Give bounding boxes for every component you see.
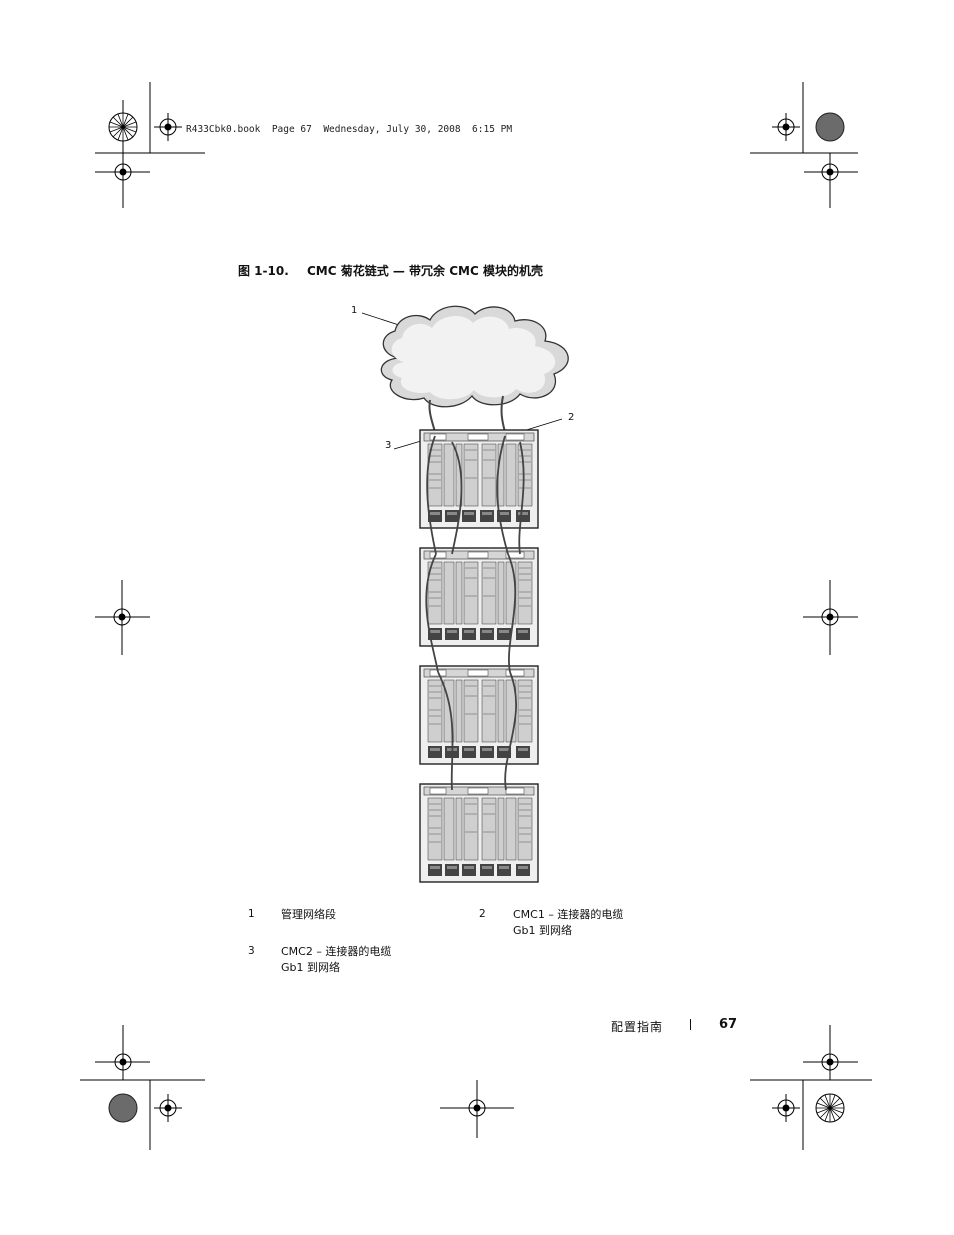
- legend-2-line2: Gb1 到网络: [513, 924, 573, 937]
- legend-text-3: CMC2 – 连接器的电缆 Gb1 到网络: [281, 944, 391, 976]
- chassis-3: [419, 665, 539, 765]
- legend-2-line1: CMC1 – 连接器的电缆: [513, 908, 624, 921]
- legend-3-line1: CMC2 – 连接器的电缆: [281, 945, 392, 958]
- daisy-chain-cables: [425, 435, 525, 791]
- callout-1-leader: [361, 312, 403, 327]
- callout-2: 2: [568, 412, 575, 423]
- daisy-chain-diagram: [361, 305, 569, 883]
- legend-text-2: CMC1 – 连接器的电缆 Gb1 到网络: [513, 907, 623, 939]
- legend-3-line2: Gb1 到网络: [281, 961, 341, 974]
- figure-caption: 图 1-10. CMC 菊花链式 — 带冗余 CMC 模块的机壳: [238, 262, 543, 279]
- figure-title: CMC 菊花链式 — 带冗余 CMC 模块的机壳: [306, 264, 543, 278]
- page-number: 67: [719, 1017, 738, 1032]
- footer-separator: [690, 1019, 691, 1030]
- header-file: R433Cbk0.book: [186, 124, 261, 135]
- legend-num-1: 1: [248, 908, 255, 920]
- footer-section-title: 配置指南: [611, 1020, 664, 1034]
- legend-num-2: 2: [479, 908, 486, 920]
- figure-number: 图 1-10.: [238, 264, 289, 278]
- print-header: R433Cbk0.book Page 67 Wednesday, July 30…: [186, 124, 512, 135]
- callout-3: 3: [385, 440, 392, 451]
- chassis-2: [419, 547, 539, 647]
- header-time: 6:15 PM: [472, 124, 513, 135]
- legend-1-line1: 管理网络段: [281, 908, 336, 921]
- header-date: Wednesday, July 30, 2008: [323, 124, 461, 135]
- legend-text-1: 管理网络段: [281, 907, 336, 923]
- legend-num-3: 3: [248, 945, 255, 957]
- callout-1: 1: [351, 305, 358, 316]
- chassis-4: [419, 783, 539, 883]
- header-page-label: Page 67: [271, 124, 312, 135]
- management-network-cloud-icon: [380, 305, 569, 408]
